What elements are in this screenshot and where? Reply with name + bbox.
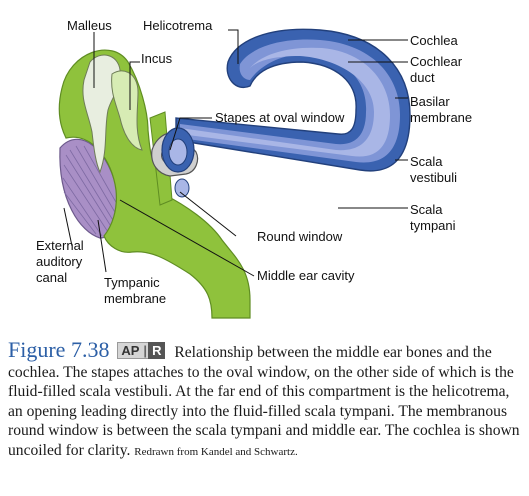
label-scala-vestibuli-1: Scala — [410, 154, 443, 169]
leader-lines — [63, 29, 408, 277]
cochlea-shape — [161, 28, 411, 198]
label-external-auditory-canal-3: canal — [36, 270, 67, 285]
label-cochlear-duct-2: duct — [410, 70, 435, 85]
ap-r-badge-icon: AP|R — [117, 342, 166, 359]
figure-caption: Figure 7.38 AP|R Relationship between th… — [8, 337, 523, 463]
incus-shape — [111, 70, 143, 151]
label-external-auditory-canal-2: auditory — [36, 254, 83, 269]
label-stapes: Stapes at oval window — [215, 110, 345, 125]
label-cochlear-duct-1: Cochlear — [410, 54, 463, 69]
caption-text: Relationship between the middle ear bone… — [8, 344, 520, 459]
label-basilar-membrane-1: Basilar — [410, 94, 450, 109]
label-external-auditory-canal-1: External — [36, 238, 84, 253]
label-helicotrema: Helicotrema — [143, 18, 213, 33]
label-scala-vestibuli-2: vestibuli — [410, 170, 457, 185]
badge-separator: | — [142, 342, 149, 359]
label-tympanic-membrane-2: membrane — [104, 291, 166, 306]
label-cochlea: Cochlea — [410, 33, 458, 48]
ap-badge-text: AP — [117, 342, 143, 359]
caption-credit: Redrawn from Kandel and Schwartz. — [134, 445, 298, 458]
label-scala-tympani-2: tympani — [410, 218, 456, 233]
figure-number: Figure 7.38 — [8, 337, 110, 362]
label-middle-ear-cavity: Middle ear cavity — [257, 268, 355, 283]
malleus-shape — [82, 54, 121, 174]
label-round-window: Round window — [257, 229, 343, 244]
label-tympanic-membrane-1: Tympanic — [104, 275, 160, 290]
r-badge-text: R — [148, 342, 166, 359]
label-basilar-membrane-2: membrane — [410, 110, 472, 125]
label-scala-tympani-1: Scala — [410, 202, 443, 217]
label-malleus: Malleus — [67, 18, 112, 33]
label-incus: Incus — [141, 51, 173, 66]
